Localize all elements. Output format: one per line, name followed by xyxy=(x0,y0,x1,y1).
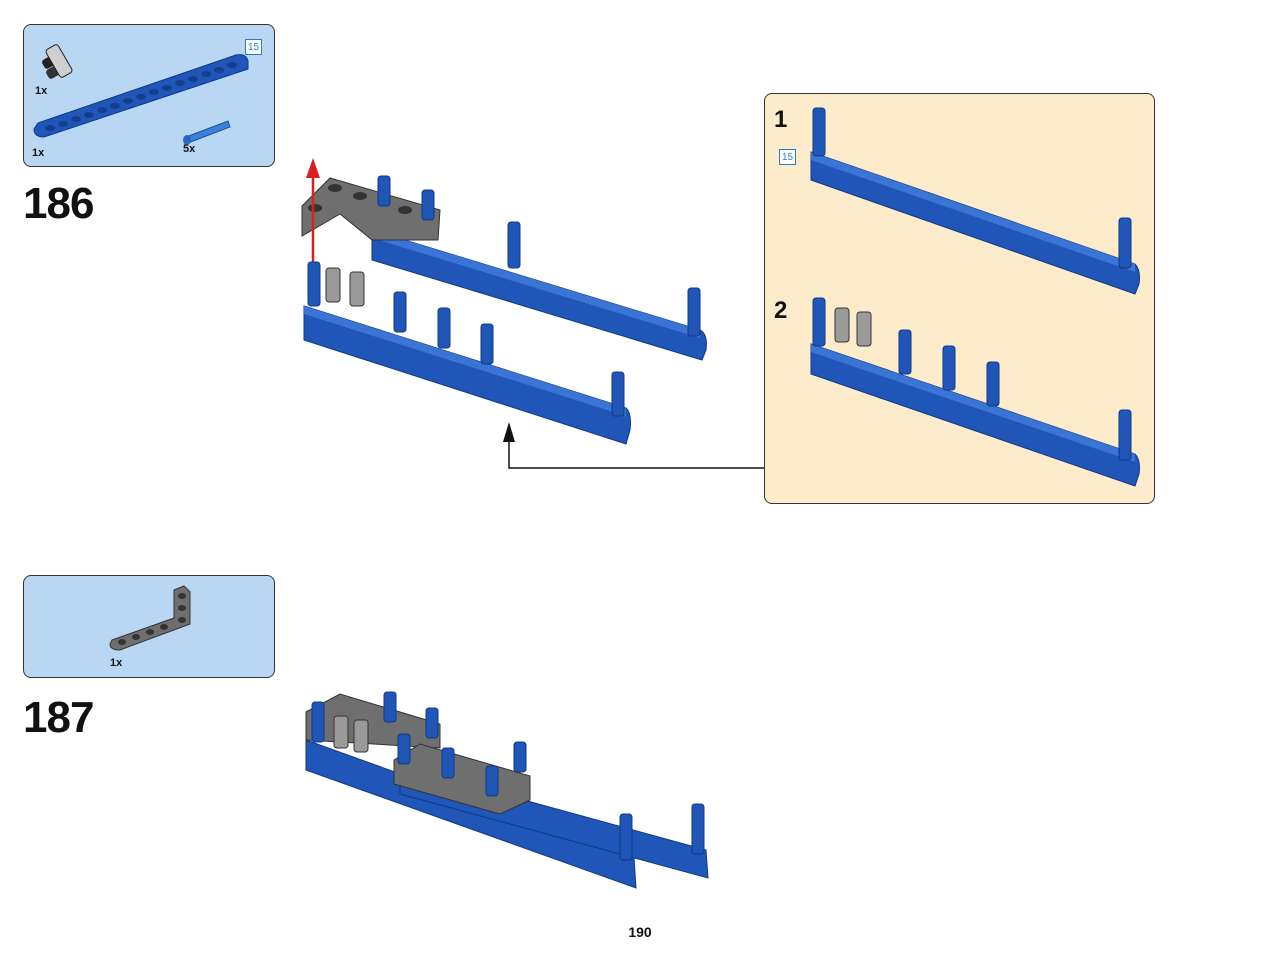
tube-connector-pair-icon xyxy=(42,44,73,79)
step-number: 187 xyxy=(23,693,94,742)
blue-pin-icon xyxy=(183,120,231,145)
red-arrow-icon xyxy=(306,158,320,262)
beam-15-icon xyxy=(810,107,1140,295)
beam-assembly-lower xyxy=(303,261,631,445)
step-number: 186 xyxy=(23,179,94,228)
part-qty: 1x xyxy=(110,657,123,669)
part-qty: 1x xyxy=(32,147,45,159)
length-badge: 15 xyxy=(245,39,262,55)
substep-number: 2 xyxy=(774,297,788,324)
beam-assembly-substep-2 xyxy=(810,297,1140,487)
beam-15-icon xyxy=(33,54,249,138)
parts-list-art xyxy=(109,585,191,651)
length-badge: 15 xyxy=(779,149,796,165)
l-beam-gray-icon xyxy=(109,585,191,651)
parts-list-step-186: 1x 1x 5x 15 xyxy=(23,24,275,167)
parts-list-art xyxy=(33,44,249,145)
parts-list-step-187: 1x xyxy=(23,575,275,678)
callout-box: 1 15 2 xyxy=(764,93,1155,504)
part-qty: 1x xyxy=(35,85,48,97)
beam-assembly-step-187 xyxy=(305,691,709,889)
page-number: 190 xyxy=(628,924,652,940)
part-qty: 5x xyxy=(183,143,196,155)
callout-art xyxy=(810,107,1140,487)
callout-connector xyxy=(503,422,764,469)
beam-assembly-upper xyxy=(301,175,707,361)
substep-number: 1 xyxy=(774,106,788,133)
